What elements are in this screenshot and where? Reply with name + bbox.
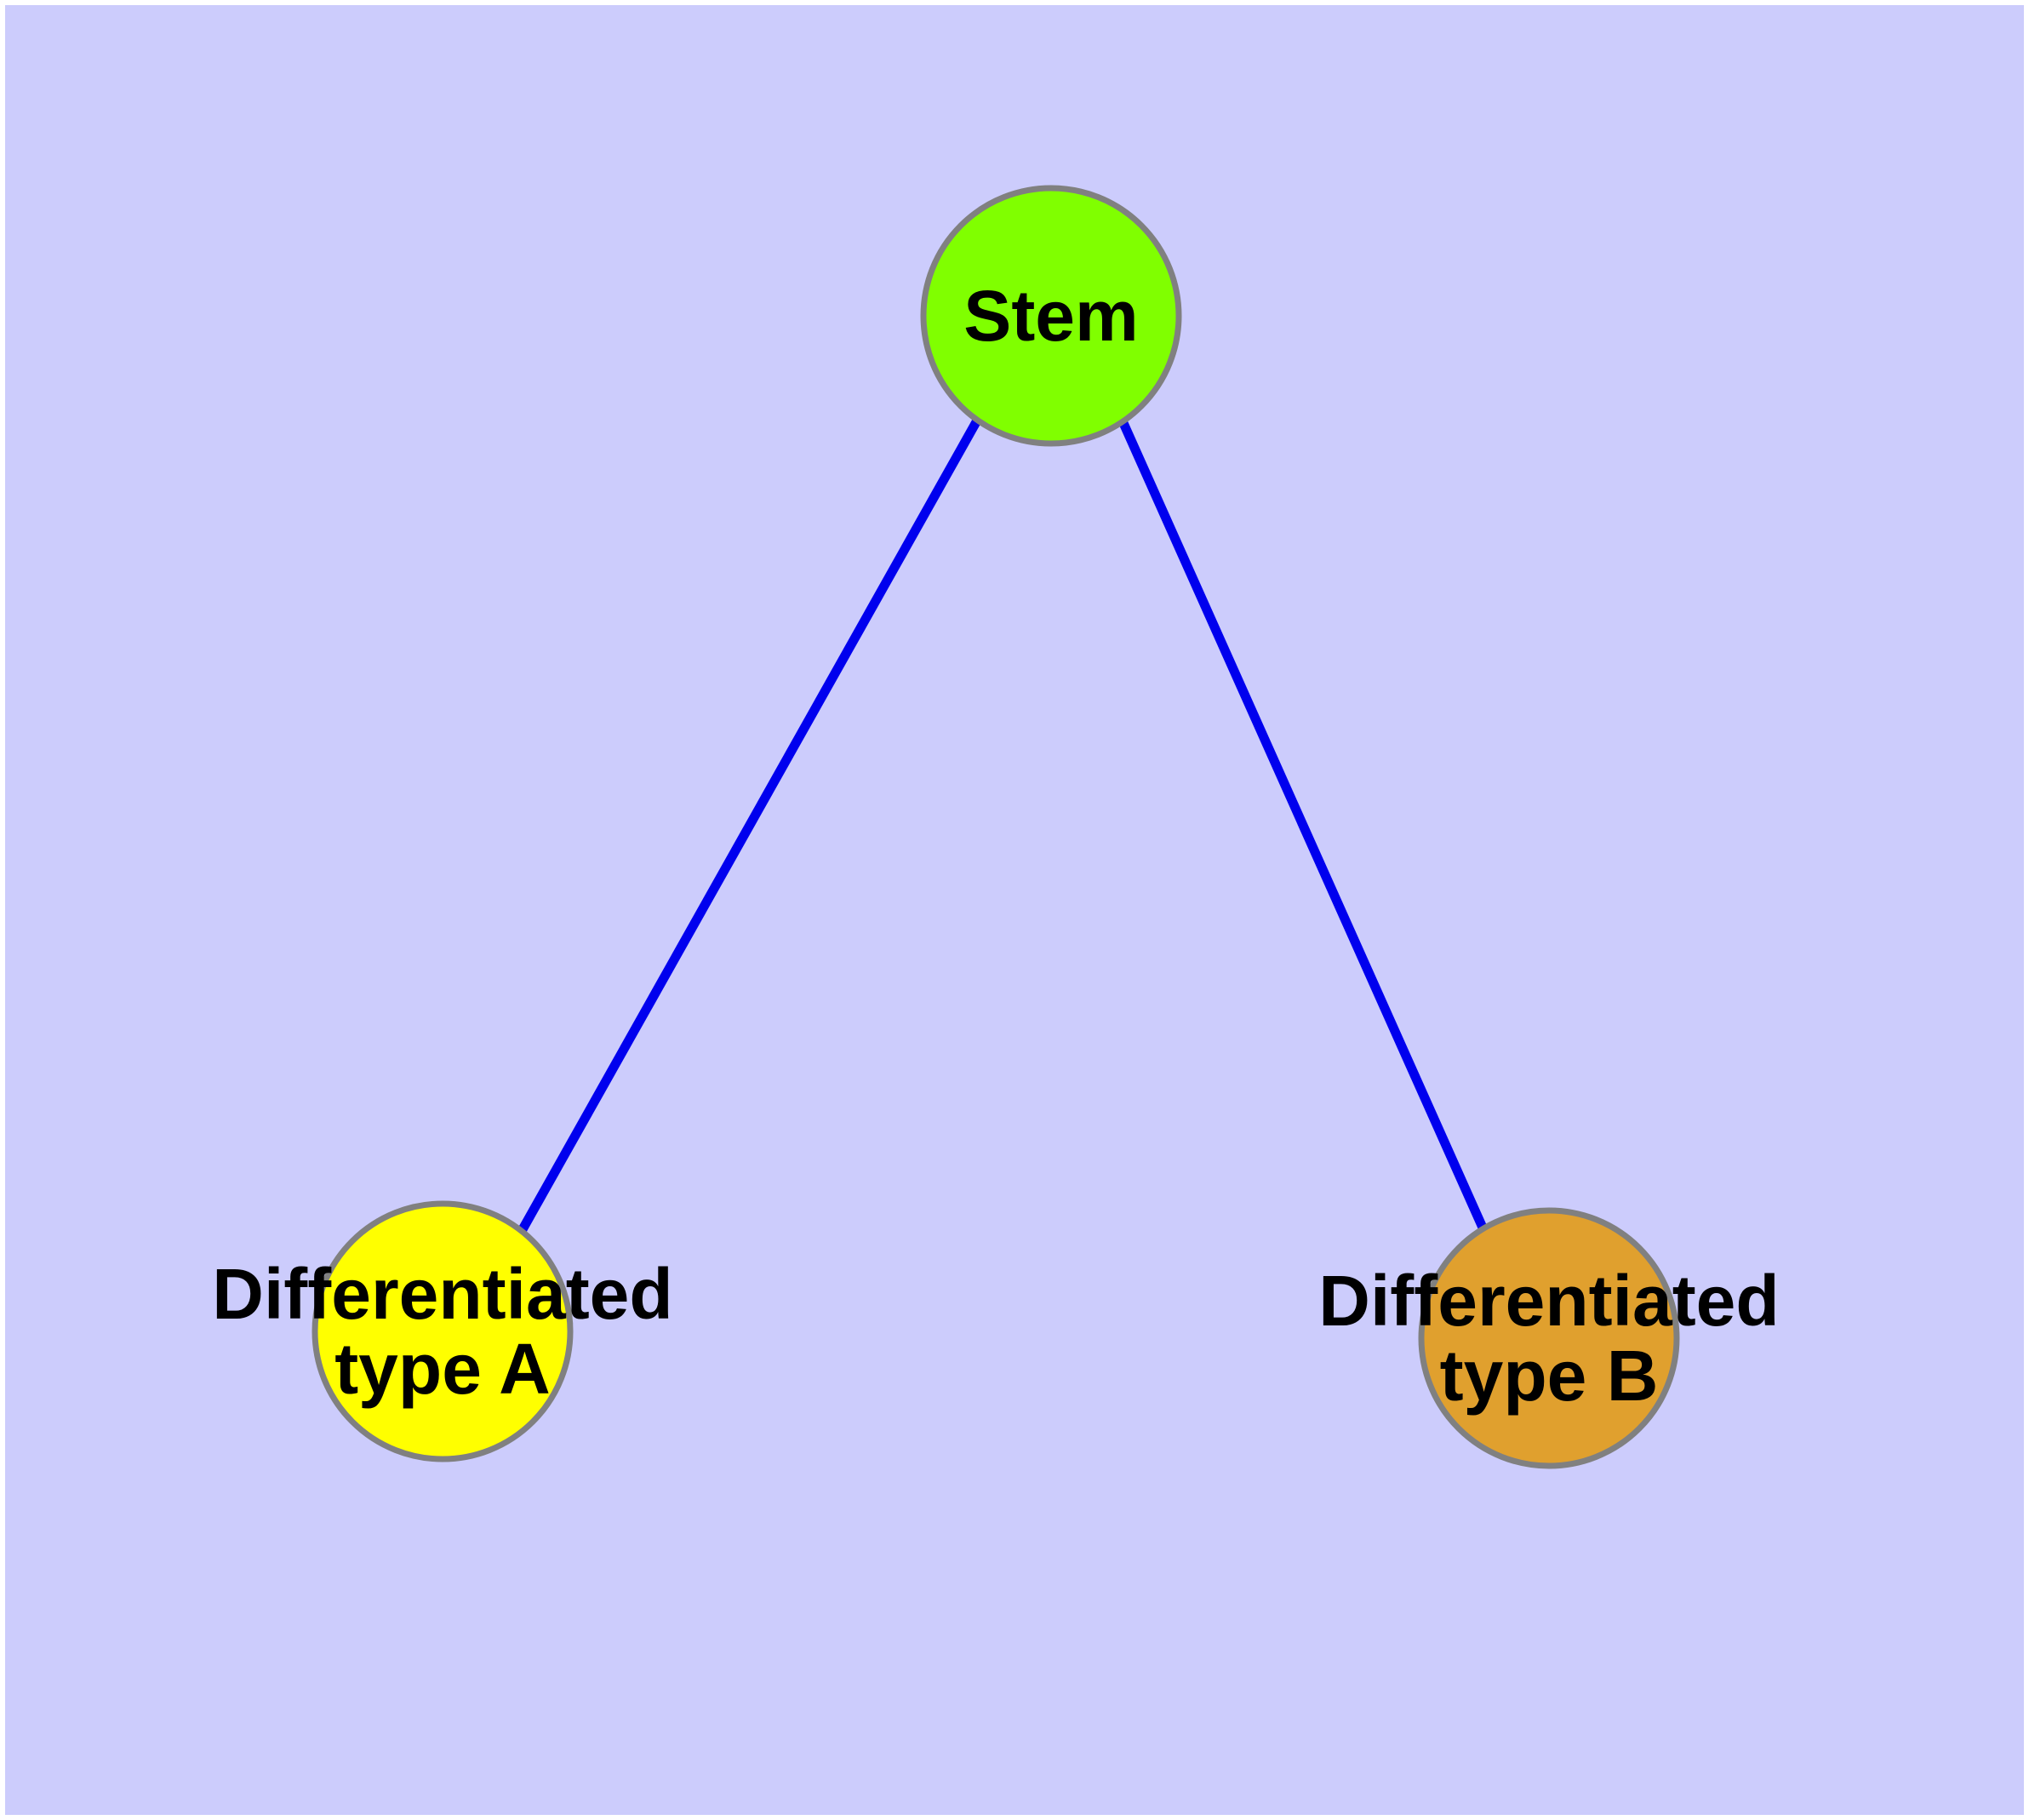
graph-node-diff_b[interactable] bbox=[1418, 1207, 1680, 1469]
graph-node-stem[interactable] bbox=[920, 185, 1182, 447]
graph-node-diff_a[interactable] bbox=[311, 1200, 574, 1462]
edges-layer bbox=[517, 418, 1488, 1233]
graph-edge-stem-to-diff-b[interactable] bbox=[1118, 421, 1488, 1230]
graph-edge-stem-to-diff-a[interactable] bbox=[517, 418, 981, 1233]
nodes-layer bbox=[311, 185, 1680, 1469]
